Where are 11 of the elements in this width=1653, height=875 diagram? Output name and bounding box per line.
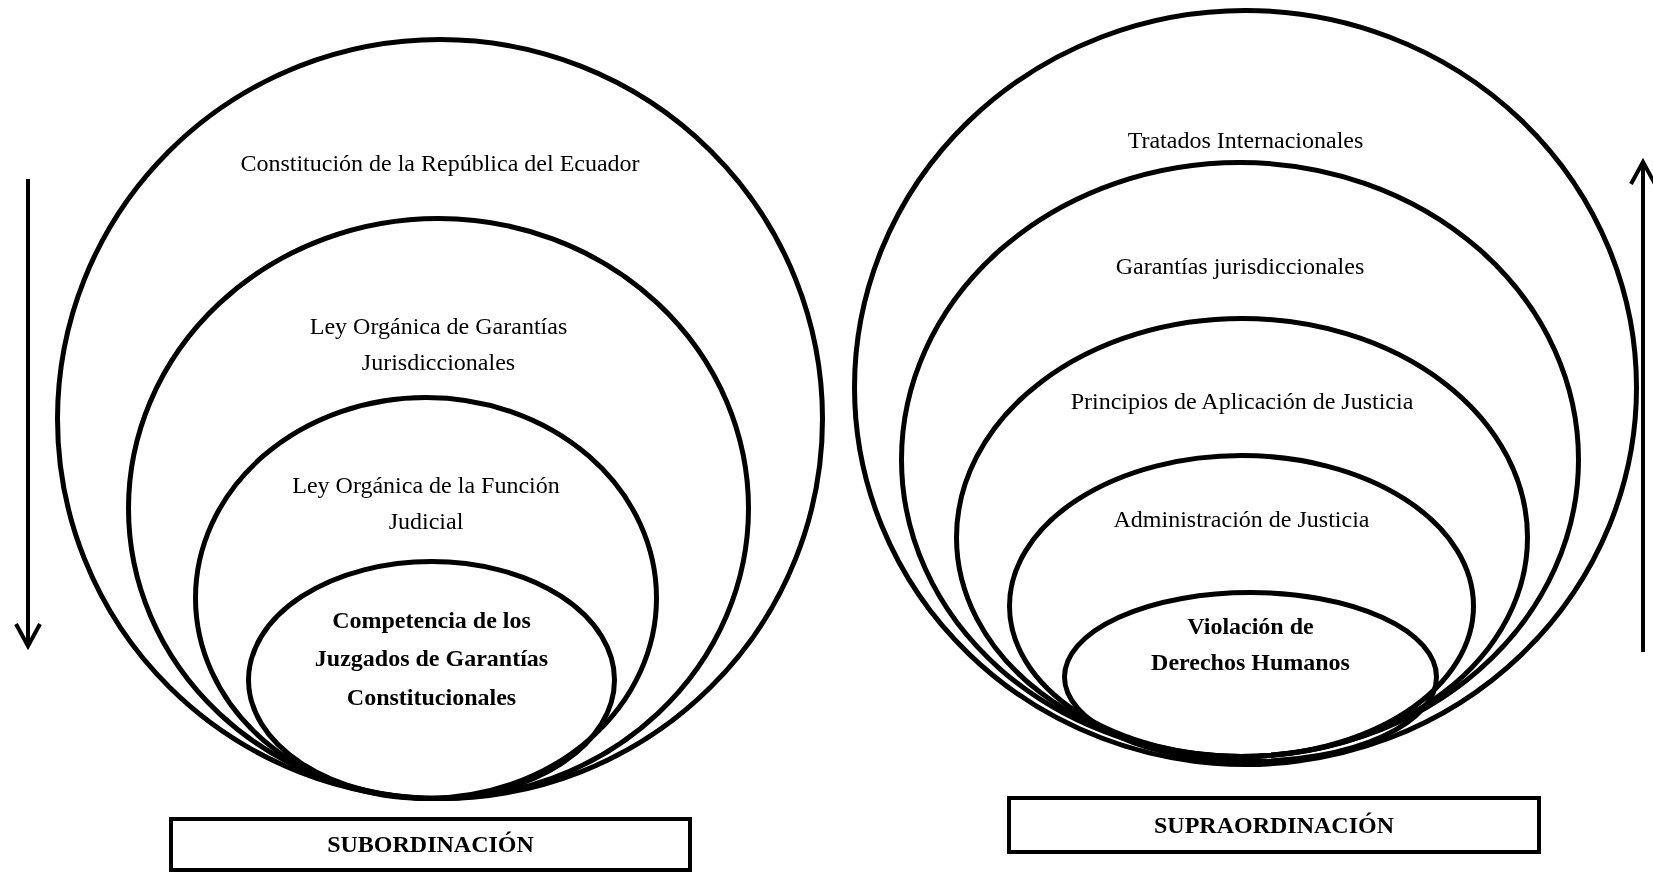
label-box: SUPRAORDINACIÓN [1007,796,1541,854]
ellipse-label: Administración de Justicia [1112,505,1371,534]
ellipse-label: Ley Orgánica de Garantías Jurisdiccionales [308,312,569,377]
ellipse-label: Tratados Internacionales [1126,126,1365,155]
label-box: SUBORDINACIÓN [169,817,692,872]
ellipse-label: Principios de Aplicación de Justicia [1069,387,1415,416]
bold-label: Violación de Derechos Humanos [1150,612,1351,677]
bold-label: Competencia de los Juzgados de Garantías Constitucionales [313,606,550,712]
ellipse-label: Garantías jurisdiccionales [1114,252,1366,281]
ellipse-label: Ley Orgánica de la Función Judicial [291,471,561,536]
ellipse-label: Constitución de la República del Ecuador [239,149,641,178]
